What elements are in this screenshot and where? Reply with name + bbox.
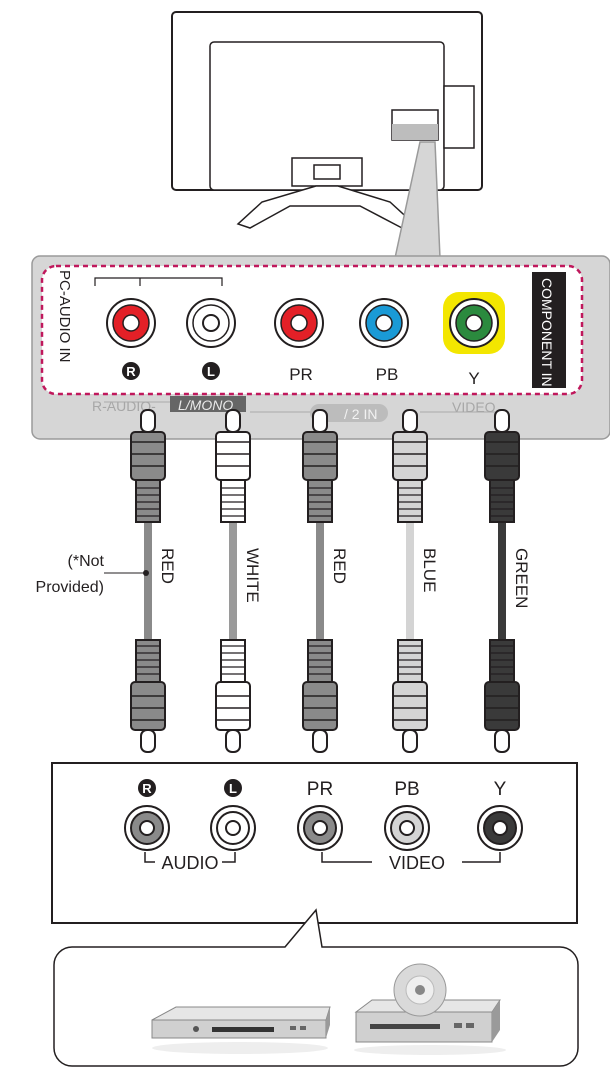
cable-cord — [229, 522, 237, 640]
device-jacks — [124, 805, 523, 851]
jack-r — [106, 298, 156, 348]
cable-cord — [406, 522, 414, 640]
cable-label: WHITE — [243, 548, 262, 603]
tv-rear-icon — [171, 11, 483, 229]
cable-plug-bottom — [215, 639, 251, 753]
note-line-2: Provided) — [36, 579, 104, 596]
cable-plug-top — [392, 409, 428, 523]
video-under-label: VIDEO — [452, 399, 496, 415]
video-bracket — [321, 852, 501, 863]
in-2-label: / 2 IN — [344, 406, 377, 422]
device-l-badge: L — [224, 779, 242, 797]
cable-2 — [229, 522, 237, 640]
svg-text:R: R — [126, 364, 136, 379]
r-badge: R — [122, 362, 140, 380]
l-mono-label: L/MONO — [178, 397, 233, 413]
cable-5 — [498, 522, 506, 640]
cable-cord — [316, 522, 324, 640]
note-line-1: (*Not — [68, 553, 105, 570]
device-r-badge: R — [138, 779, 156, 797]
device-jack — [477, 805, 523, 851]
svg-text:L: L — [207, 364, 215, 379]
device-pb-label: PB — [394, 779, 419, 800]
cable-plug-top — [484, 409, 520, 523]
dvd-player-icon — [151, 1006, 331, 1054]
jack-y — [443, 292, 505, 354]
cable-label: BLUE — [420, 548, 439, 592]
pc-audio-in-label: PC-AUDIO IN — [56, 270, 73, 363]
cable-cord — [498, 522, 506, 640]
device-jack — [297, 805, 343, 851]
device-jack — [124, 805, 170, 851]
cable-1 — [144, 522, 152, 640]
panel-under-labels — [104, 396, 500, 422]
cable-label: RED — [330, 548, 349, 584]
audio-label: AUDIO — [161, 853, 218, 873]
device-jack — [210, 805, 256, 851]
cable-cord — [144, 522, 152, 640]
cable-label: RED — [158, 548, 177, 584]
pb-label: PB — [376, 365, 399, 384]
cable-label: GREEN — [512, 548, 531, 608]
audio-bracket — [144, 852, 236, 863]
svg-text:R: R — [142, 781, 152, 796]
device-pr-label: PR — [307, 779, 333, 800]
cable-plug-top — [215, 409, 251, 523]
component-in-label: COMPONENT IN — [539, 278, 555, 387]
cable-3 — [316, 522, 324, 640]
cable-plug-bottom — [130, 639, 166, 753]
video-label: VIDEO — [389, 853, 445, 873]
device-y-label: Y — [494, 779, 507, 800]
cable-plug-bottom — [392, 639, 428, 753]
jack-pb — [359, 298, 409, 348]
cables: RED WHITE RED BLUE GREEN — [130, 409, 531, 753]
r-audio-label: R-AUDIO- — [92, 398, 156, 414]
pr-label: PR — [289, 365, 313, 384]
disc-player-icon — [354, 963, 506, 1055]
jack-l — [186, 298, 236, 348]
cable-4 — [406, 522, 414, 640]
component-in-box — [532, 272, 566, 388]
cable-plug-bottom — [302, 639, 338, 753]
y-label: Y — [468, 369, 479, 388]
cable-plug-top — [130, 409, 166, 523]
player-box — [53, 908, 579, 1067]
cable-plug-top — [302, 409, 338, 523]
l-badge: L — [202, 362, 220, 380]
svg-text:L: L — [229, 781, 237, 796]
device-jack — [384, 805, 430, 851]
pc-audio-bracket — [94, 277, 223, 286]
jack-pr — [274, 298, 324, 348]
cable-plug-bottom — [484, 639, 520, 753]
